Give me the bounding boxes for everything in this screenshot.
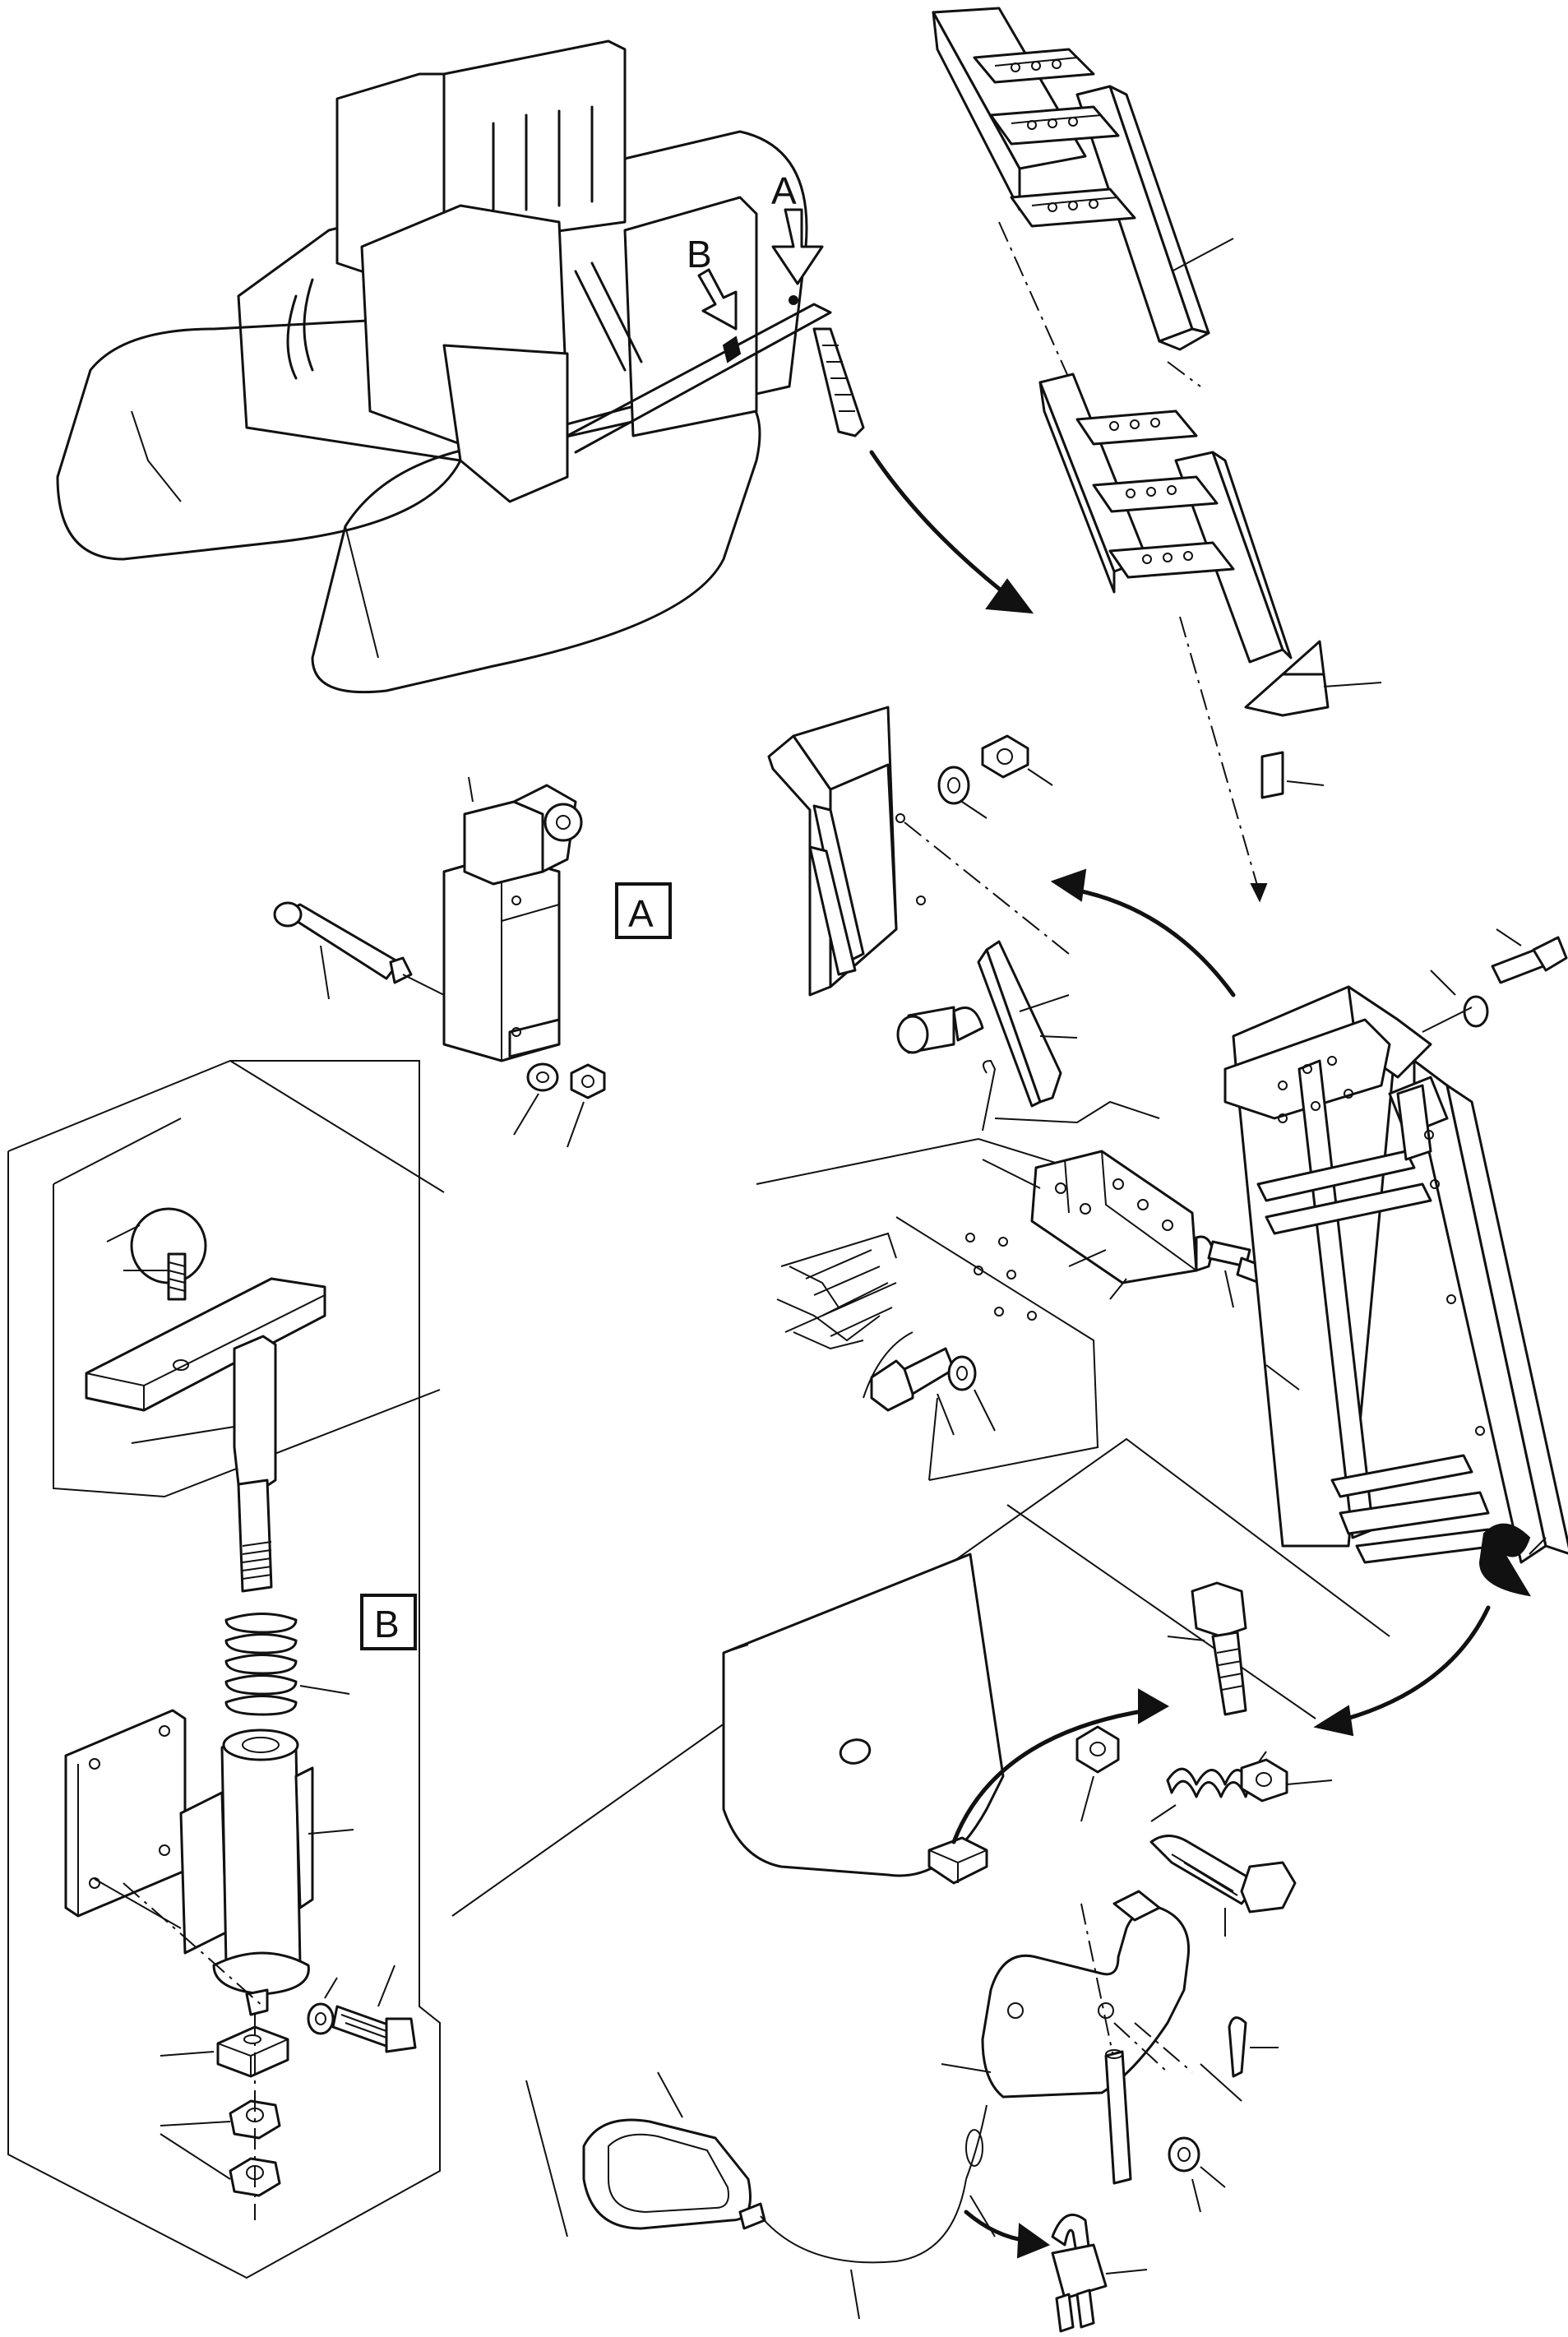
ladder-lower-section bbox=[1038, 373, 1382, 903]
limit-switch-detail: A bbox=[273, 776, 672, 1148]
latch-handle-mark bbox=[1478, 1523, 1531, 1597]
detail-a-label: A bbox=[628, 892, 654, 935]
detail-b-label: B bbox=[374, 1603, 400, 1645]
platform-bolt bbox=[870, 1347, 996, 1436]
top-bolt bbox=[1422, 928, 1568, 1033]
detail-a-box bbox=[615, 882, 672, 939]
mounting-channel bbox=[767, 706, 1070, 997]
hinge-assembly bbox=[982, 1150, 1276, 1308]
callout-b-label: B bbox=[687, 233, 712, 275]
bracket-plate bbox=[896, 940, 1078, 1108]
latch-location-marker bbox=[722, 336, 742, 363]
folding-ladder-frame bbox=[1223, 985, 1568, 1597]
excavator-overview: A B bbox=[56, 39, 1034, 694]
callout-a-label: A bbox=[771, 169, 797, 212]
cotter-pin bbox=[982, 1059, 1160, 1131]
detail-b-box bbox=[360, 1594, 417, 1650]
switch-location-marker bbox=[789, 295, 798, 305]
channel-fasteners bbox=[937, 734, 1053, 819]
latch-detail: B bbox=[7, 1060, 445, 2279]
step-latch-assembly bbox=[451, 1437, 1390, 2333]
ladder-upper-section bbox=[932, 7, 1234, 351]
